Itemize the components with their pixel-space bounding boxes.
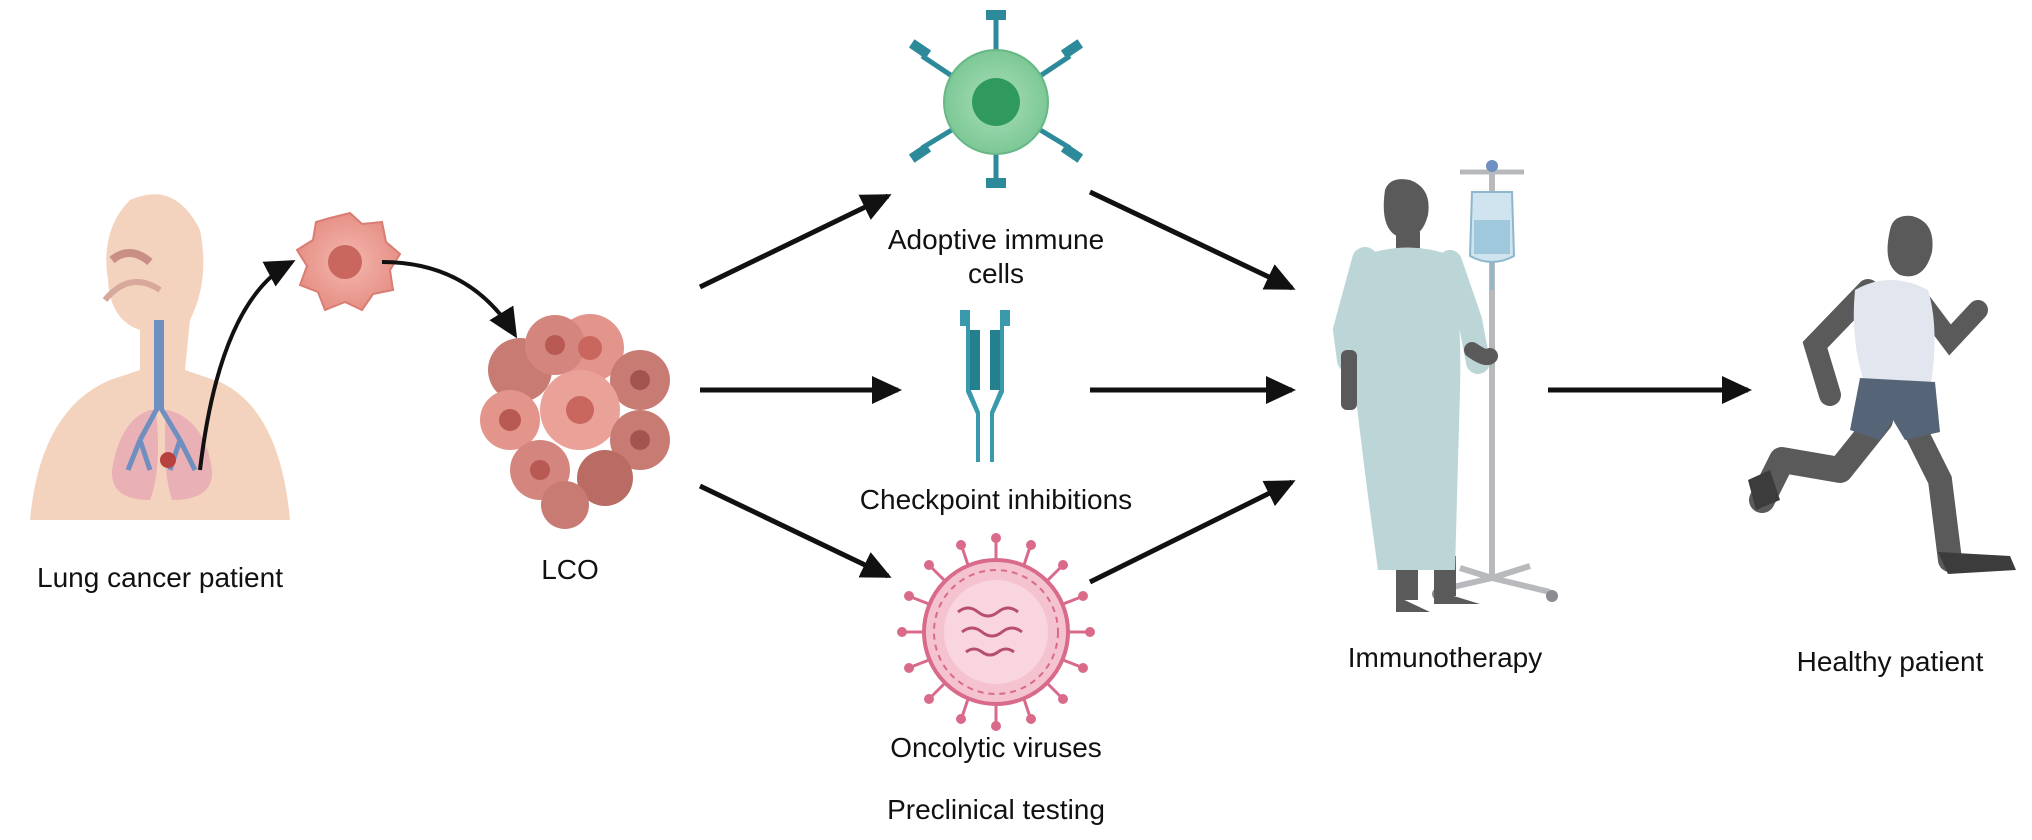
label-adoptive-immune-line2: cells — [967, 258, 1024, 289]
lung-cancer-organoid-icon — [480, 314, 670, 529]
arrow-lco-to-adoptive — [698, 193, 892, 290]
arrow-lco-to-oncolytic — [698, 483, 892, 579]
arrow-cell-to-organoid — [381, 260, 518, 339]
label-checkpoint-inhibitions: Checkpoint inhibitions — [859, 484, 1133, 515]
lung-cancer-patient-illustration — [30, 194, 290, 521]
checkpoint-inhibitor-antibody-icon — [960, 310, 1010, 462]
adoptive-immune-cell-icon — [908, 10, 1084, 188]
label-oncolytic-viruses: Oncolytic viruses — [890, 732, 1102, 763]
oncolytic-virus-icon — [897, 533, 1095, 731]
label-adoptive-immune-line1: Adoptive immune — [887, 224, 1105, 255]
arrow-adoptive-to-immunotherapy — [1088, 189, 1296, 291]
healthy-patient-runner-illustration — [1748, 215, 2016, 574]
label-healthy-patient: Healthy patient — [1796, 646, 1984, 677]
label-lung-cancer-patient: Lung cancer patient — [37, 562, 283, 593]
arrow-patient-to-cell — [198, 260, 296, 471]
arrow-oncolytic-to-immunotherapy — [1088, 479, 1296, 585]
immunotherapy-patient-illustration — [1332, 160, 1558, 612]
label-preclinical-testing: Preclinical testing — [887, 794, 1105, 825]
label-lco: LCO — [541, 554, 599, 585]
tumor-cell-icon — [295, 211, 402, 312]
label-immunotherapy: Immunotherapy — [1347, 642, 1543, 673]
